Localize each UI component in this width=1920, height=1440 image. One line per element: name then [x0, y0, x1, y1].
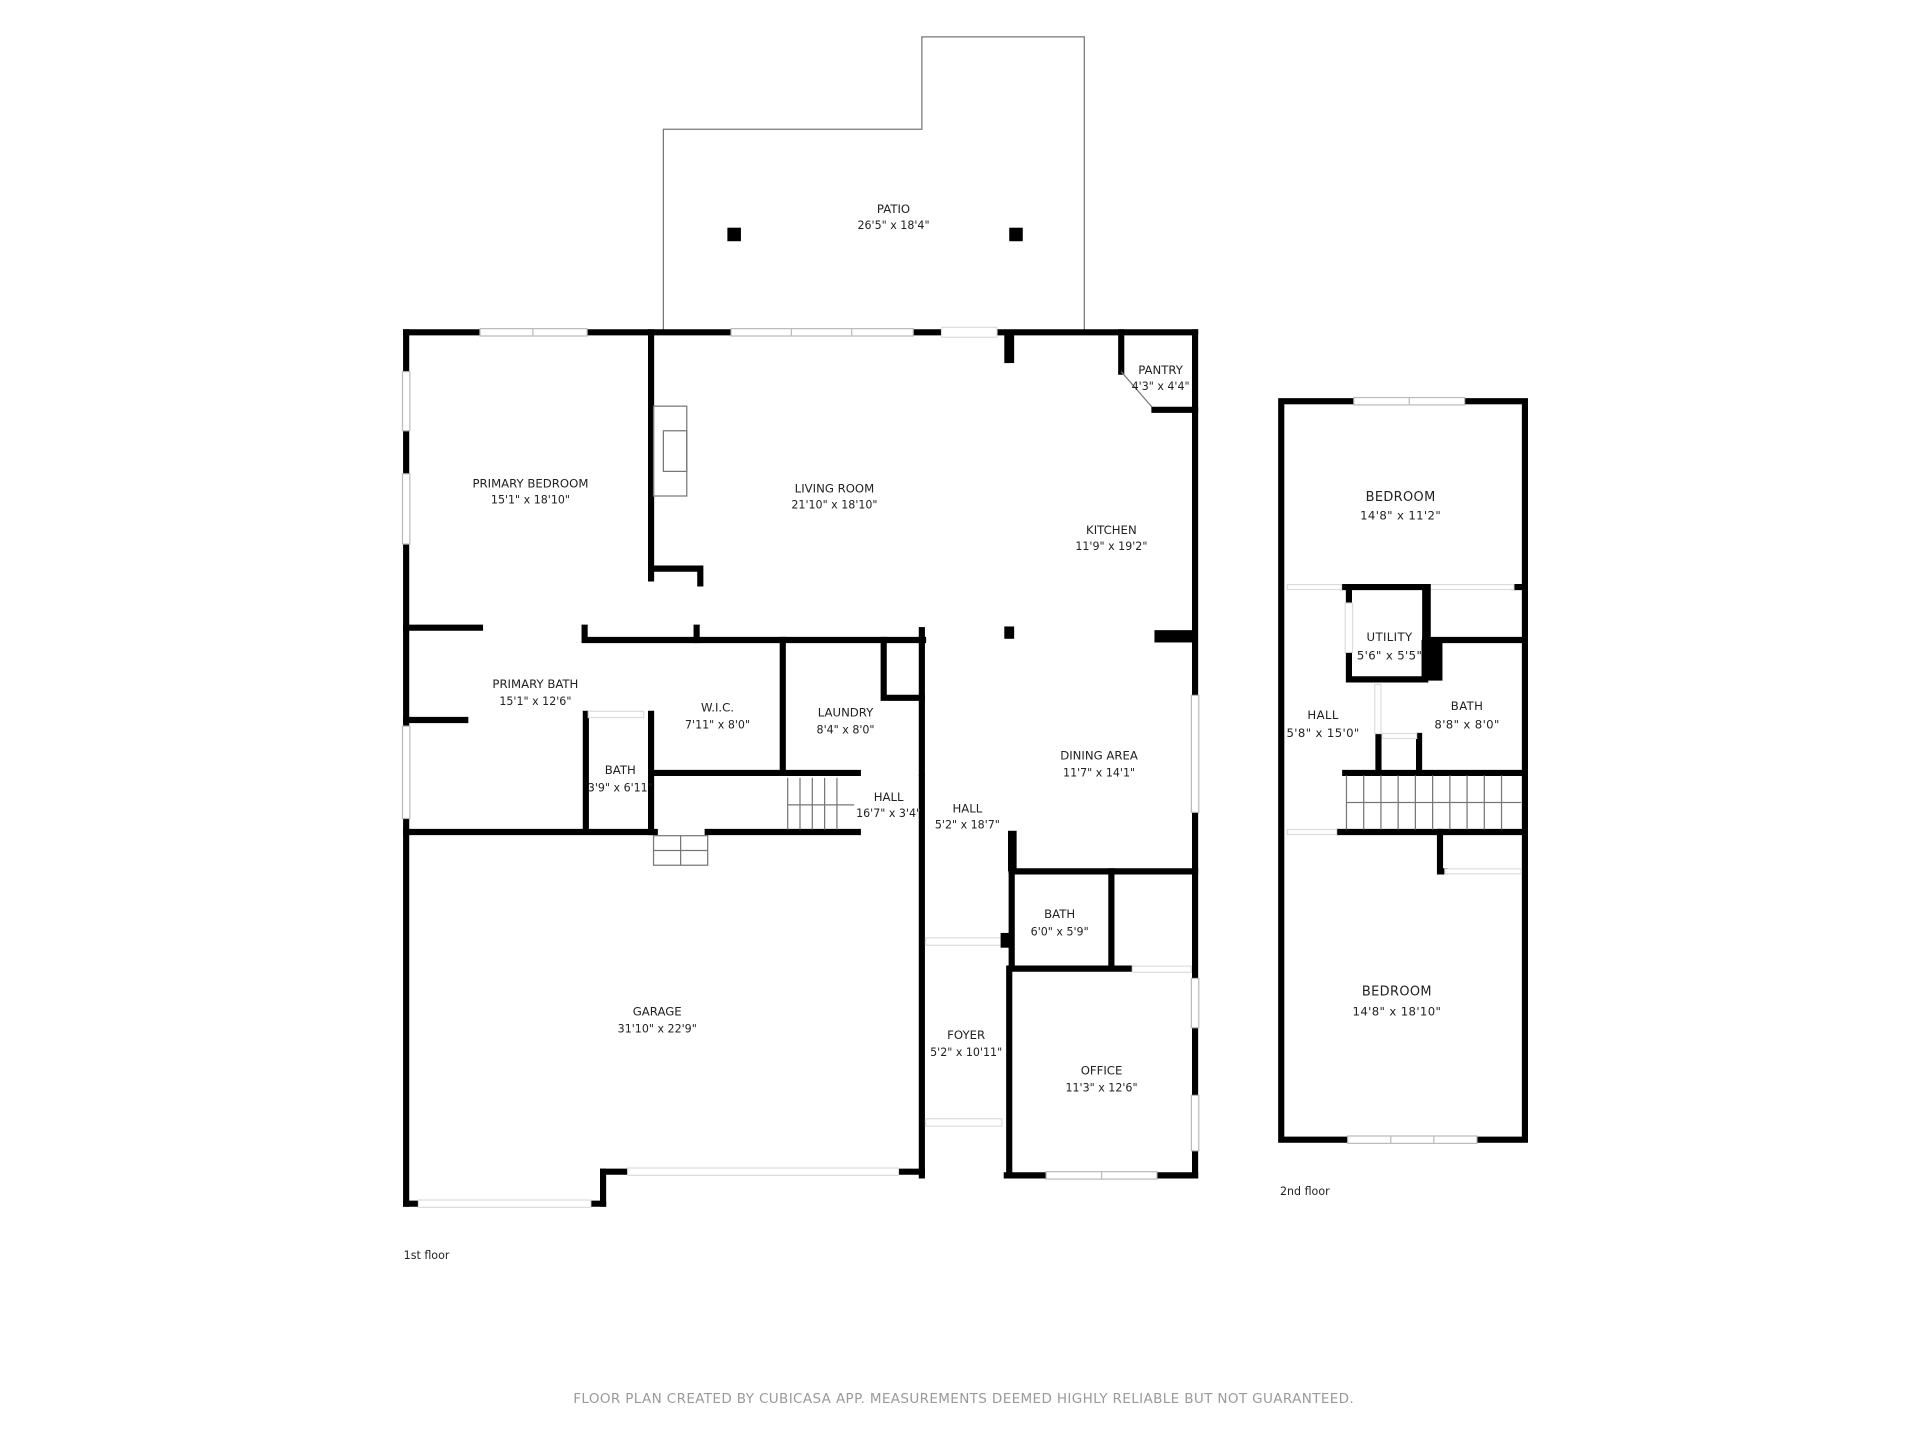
room-dims: 5'2" x 18'7": [935, 818, 1000, 831]
room-dims: 5'2" x 10'11": [930, 1046, 1002, 1059]
room-dims: 11'9" x 19'2": [1075, 540, 1147, 553]
room-primary-bedroom: PRIMARY BEDROOM 15'1" x 18'10": [472, 476, 588, 506]
room-garage: GARAGE 31'10" x 22'9": [618, 1004, 697, 1035]
room-living-room: LIVING ROOM 21'10" x 18'10": [791, 481, 877, 511]
room-bath: BATH 6'0" x 5'9": [1031, 907, 1089, 938]
room-dims: 8'8" x 8'0": [1434, 718, 1499, 732]
room-name: DINING AREA: [1060, 748, 1138, 762]
room-name: HALL: [874, 790, 904, 804]
room-name: HALL: [952, 801, 982, 815]
room-bedroom-top: BEDROOM 14'8" x 11'2": [1360, 490, 1441, 522]
room-name: BATH: [1451, 699, 1484, 713]
room-name: KITCHEN: [1086, 523, 1137, 537]
room-name: BEDROOM: [1366, 490, 1436, 505]
room-utility: UTILITY 5'6" x 5'5": [1357, 630, 1422, 662]
disclaimer-footer: FLOOR PLAN CREATED BY CUBICASA APP. MEAS…: [573, 1391, 1354, 1407]
floor-label-2nd: 2nd floor: [1280, 1185, 1330, 1198]
room-name: HALL: [1307, 708, 1338, 722]
room-bath-small: BATH 3'9" x 6'11": [588, 763, 653, 794]
room-dims: 7'11" x 8'0": [685, 719, 750, 732]
room-patio: PATIO 26'5" x 18'4": [857, 202, 929, 232]
room-foyer: FOYER 5'2" x 10'11": [930, 1028, 1002, 1059]
room-dims: 6'0" x 5'9": [1031, 925, 1089, 938]
room-dims: 15'1" x 12'6": [499, 695, 571, 708]
room-office: OFFICE 11'3" x 12'6": [1065, 1063, 1137, 1094]
room-dims: 3'9" x 6'11": [588, 781, 653, 794]
room-dims: 8'4" x 8'0": [817, 724, 875, 737]
room-name: LIVING ROOM: [795, 481, 875, 495]
room-name: BATH: [1044, 907, 1075, 921]
room-dims: 14'8" x 11'2": [1360, 508, 1441, 522]
room-name: BEDROOM: [1362, 985, 1432, 1000]
room-name: GARAGE: [633, 1004, 682, 1018]
room-wic: W.I.C. 7'11" x 8'0": [685, 700, 750, 731]
room-pantry: PANTRY 4'3" x 4'4": [1132, 363, 1190, 393]
room-name: OFFICE: [1081, 1063, 1123, 1077]
room-primary-bath: PRIMARY BATH 15'1" x 12'6": [492, 677, 578, 708]
patio-post: [727, 227, 741, 242]
stairs-2nd-floor[interactable]: [1345, 775, 1522, 830]
room-laundry: LAUNDRY 8'4" x 8'0": [817, 705, 875, 736]
patio-post: [1009, 227, 1023, 242]
room-dims: 21'10" x 18'10": [791, 498, 877, 511]
room-hall-long: HALL 5'2" x 18'7": [935, 801, 1000, 831]
first-floor-walls: [401, 326, 1200, 1209]
floor-label-1st: 1st floor: [404, 1249, 450, 1262]
second-floor-walls: [1278, 396, 1528, 1145]
room-name: PRIMARY BEDROOM: [472, 476, 588, 490]
room-dims: 15'1" x 18'10": [491, 493, 570, 506]
room-dining-area: DINING AREA 11'7" x 14'1": [1060, 748, 1138, 779]
room-dims: 11'7" x 14'1": [1063, 767, 1135, 780]
room-name: PRIMARY BATH: [492, 677, 578, 691]
patio: [662, 36, 1085, 330]
room-name: BATH: [605, 763, 636, 777]
room-name: W.I.C.: [701, 700, 734, 714]
room-dims: 14'8" x 18'10": [1353, 1004, 1442, 1018]
room-name: FOYER: [947, 1028, 985, 1042]
room-dims: 5'8" x 15'0": [1287, 726, 1360, 740]
room-dims: 26'5" x 18'4": [857, 219, 929, 232]
room-name: PANTRY: [1138, 363, 1184, 377]
stairs[interactable]: [787, 777, 855, 830]
room-dims: 4'3" x 4'4": [1132, 380, 1190, 393]
room-hall-2nd: HALL 5'8" x 15'0": [1287, 708, 1360, 740]
room-dims: 31'10" x 22'9": [618, 1023, 697, 1036]
room-name: UTILITY: [1367, 630, 1413, 644]
room-dims: 11'3" x 12'6": [1065, 1082, 1137, 1095]
room-name: LAUNDRY: [818, 705, 874, 719]
room-name: PATIO: [877, 202, 910, 216]
room-kitchen: KITCHEN 11'9" x 19'2": [1075, 523, 1147, 553]
room-dims: 16'7" x 3'4": [856, 807, 921, 820]
room-dims: 5'6" x 5'5": [1357, 649, 1422, 663]
room-bath-2nd: BATH 8'8" x 8'0": [1434, 699, 1499, 731]
room-bedroom-bottom: BEDROOM 14'8" x 18'10": [1353, 985, 1442, 1019]
room-hall-short: HALL 16'7" x 3'4": [856, 790, 921, 820]
